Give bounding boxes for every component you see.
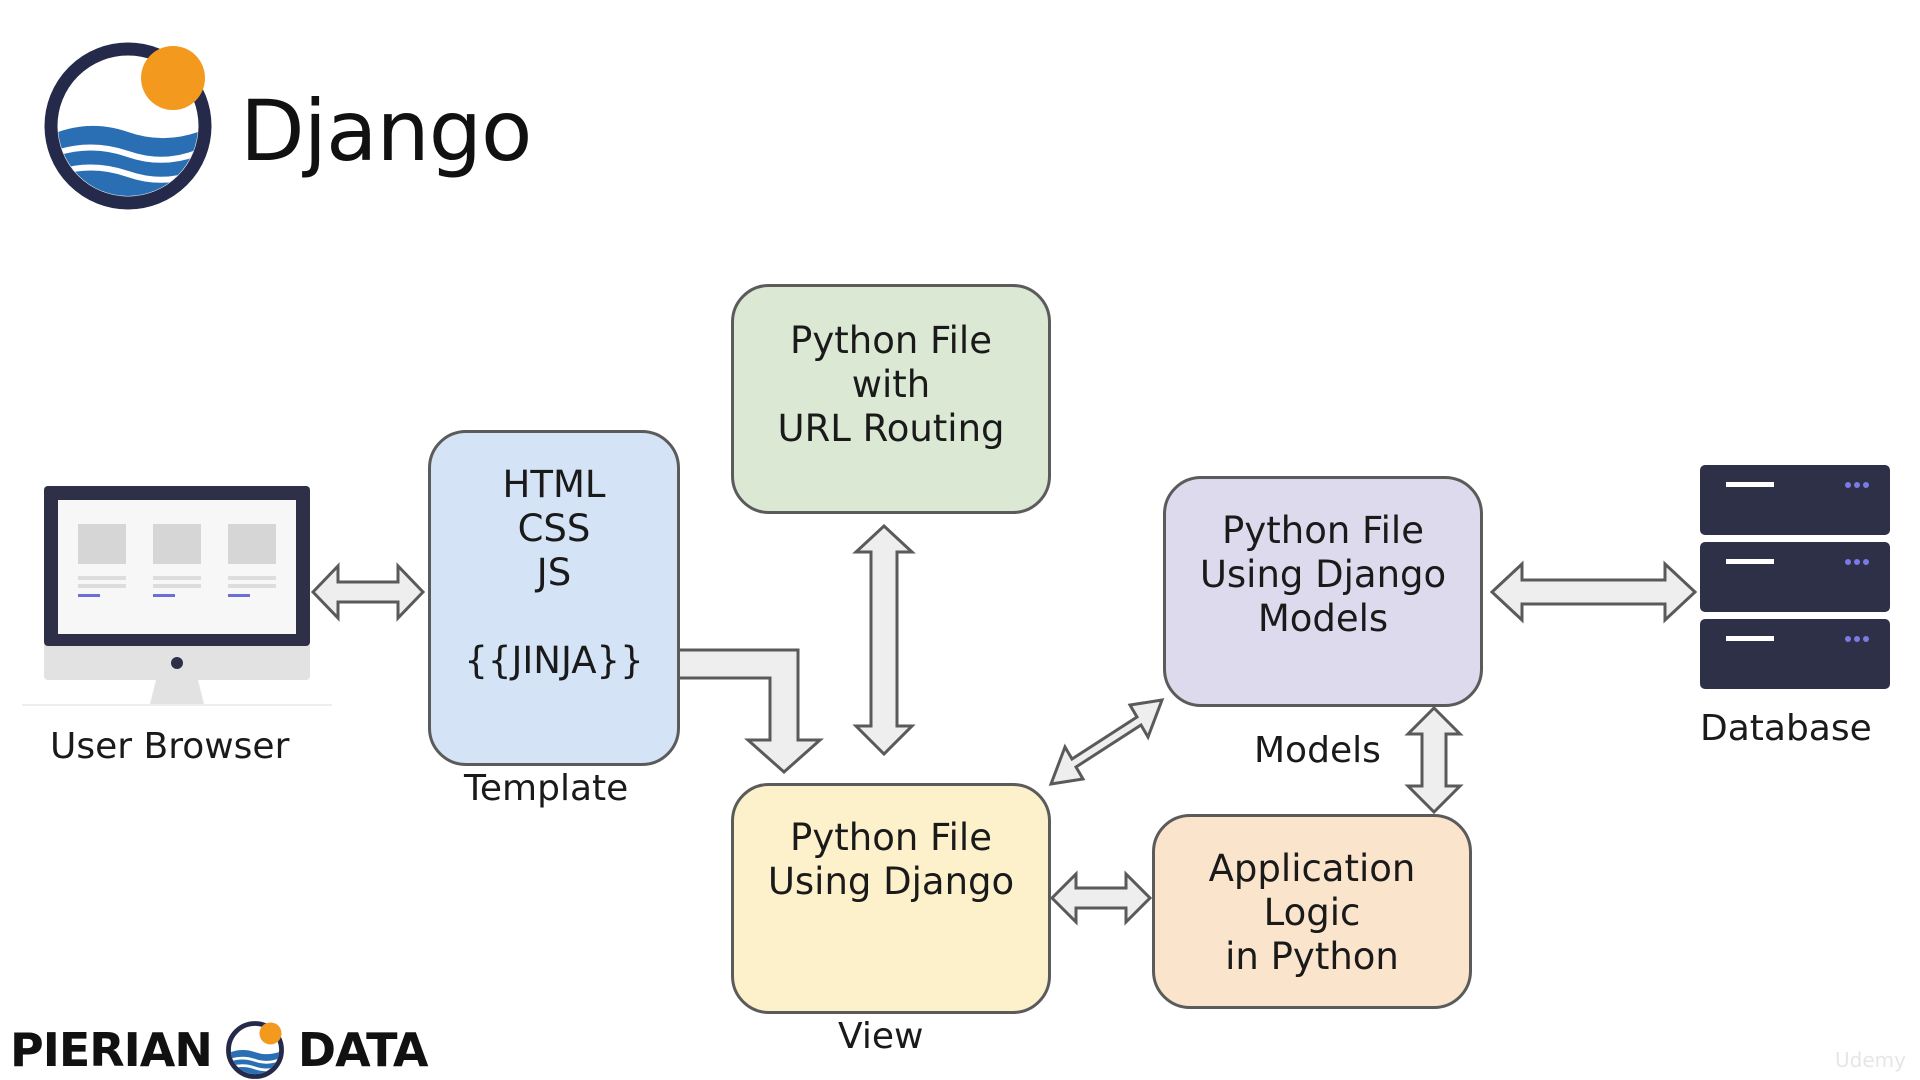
- brand-left-text: PIERIAN: [10, 1023, 213, 1077]
- view-caption: View: [838, 1016, 924, 1057]
- view-line-1: Python File: [790, 816, 992, 859]
- view-line-2: Using Django: [767, 860, 1015, 903]
- models-line-1: Python File: [1222, 509, 1424, 552]
- template-line-js: JS: [536, 551, 572, 594]
- django-logo-icon: [44, 42, 212, 210]
- template-line-html: HTML: [502, 463, 606, 506]
- arrow-models-logic: [1404, 705, 1464, 815]
- models-box: Python File Using Django Models: [1163, 476, 1483, 707]
- app-logic-line-3: in Python: [1225, 935, 1399, 978]
- template-line-css: CSS: [517, 507, 591, 550]
- arrow-models-database: [1489, 560, 1698, 624]
- udemy-watermark: Udemy: [1835, 1048, 1906, 1072]
- models-line-3: Models: [1257, 597, 1389, 640]
- brand-right-text: DATA: [297, 1023, 429, 1077]
- models-caption: Models: [1254, 730, 1381, 771]
- app-logic-line-2: Logic: [1263, 891, 1361, 934]
- monitor-icon: [22, 486, 332, 706]
- models-line-2: Using Django: [1199, 553, 1447, 596]
- footer-brand: PIERIAN DATA: [10, 1020, 429, 1080]
- url-routing-line-1: Python File: [790, 319, 992, 362]
- template-box: HTML CSS JS {{JINJA}}: [428, 430, 680, 766]
- app-logic-box: Application Logic in Python: [1152, 814, 1472, 1009]
- page-title: Django: [240, 82, 532, 180]
- url-routing-line-3: URL Routing: [777, 407, 1005, 450]
- view-box: Python File Using Django: [731, 783, 1051, 1014]
- database-label: Database: [1700, 708, 1872, 749]
- url-routing-box: Python File with URL Routing: [731, 284, 1051, 514]
- user-browser-label: User Browser: [50, 726, 290, 767]
- arrow-view-models: [1048, 698, 1165, 786]
- server-rack-icon: [1700, 465, 1890, 689]
- app-logic-line-1: Application: [1208, 847, 1416, 890]
- arrow-urls-view: [852, 523, 916, 757]
- template-caption: Template: [464, 768, 629, 809]
- template-line-jinja: {{JINJA}}: [464, 639, 644, 682]
- pierian-data-logo-icon: [225, 1021, 284, 1079]
- arrow-browser-template: [310, 562, 426, 622]
- arrow-view-logic: [1049, 870, 1153, 926]
- url-routing-line-2: with: [851, 363, 931, 406]
